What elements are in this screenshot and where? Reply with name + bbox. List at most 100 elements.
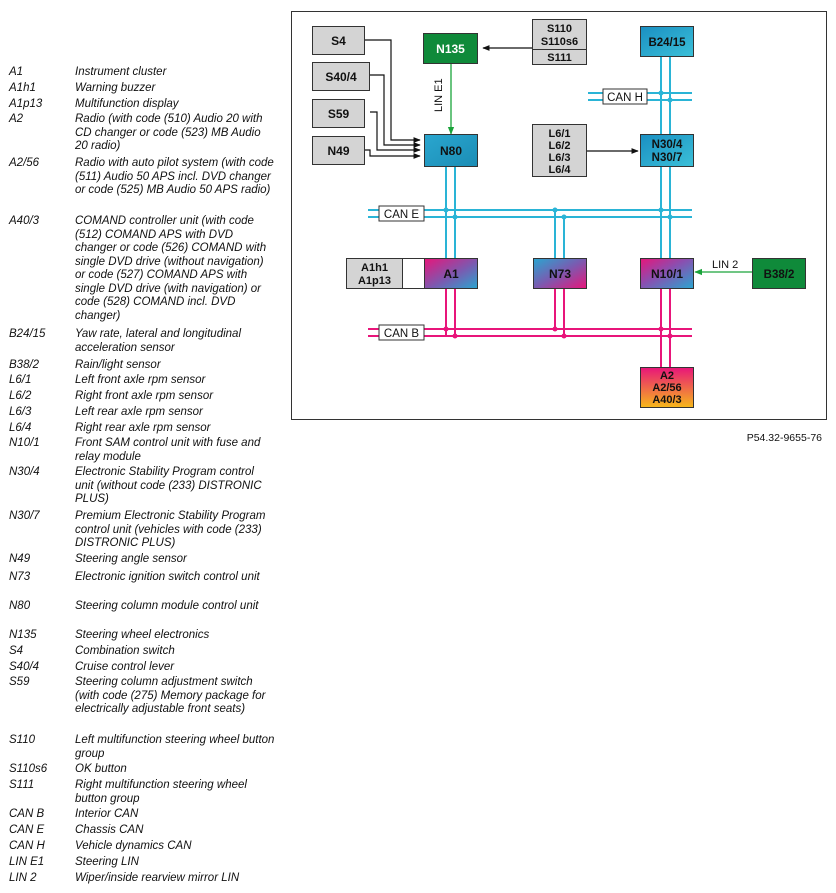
svg-text:L6/3: L6/3 <box>548 152 570 164</box>
can-b-nodes <box>443 326 673 339</box>
svg-text:N30/7: N30/7 <box>652 152 683 164</box>
legend-code: L6/1 <box>9 374 32 386</box>
block-a1: A1 <box>424 258 478 289</box>
legend-description: Warning buzzer <box>75 82 156 94</box>
svg-text:S59: S59 <box>328 107 350 121</box>
legend-description: Left rear axle rpm sensor <box>75 406 203 418</box>
block-a2: A2 A2/56 A40/3 <box>640 367 694 408</box>
legend-description: Front SAM control unit with fuse and rel… <box>75 437 261 463</box>
legend-description: Radio (with code (510) Audio 20 with CD … <box>75 113 263 152</box>
block-s4: S4 <box>312 26 365 55</box>
block-n49: N49 <box>312 136 365 165</box>
legend-description: Right multifunction steering wheel butto… <box>75 779 247 805</box>
block-a1h1: A1h1 A1p13 <box>346 258 425 289</box>
svg-text:L6/2: L6/2 <box>548 140 570 152</box>
svg-text:B38/2: B38/2 <box>764 269 795 281</box>
legend-description: Vehicle dynamics CAN <box>75 840 192 852</box>
legend-description: Right rear axle rpm sensor <box>75 422 211 434</box>
svg-text:S110s6: S110s6 <box>541 36 578 48</box>
svg-text:S40/4: S40/4 <box>325 70 357 84</box>
legend-description: OK button <box>75 763 127 775</box>
legend-description: Right front axle rpm sensor <box>75 390 214 402</box>
can-b-label: CAN B <box>384 328 419 340</box>
can-e-nodes <box>443 207 673 220</box>
lin-2-label: LIN 2 <box>712 259 738 271</box>
switch-wires <box>365 39 421 159</box>
svg-text:N49: N49 <box>327 144 349 158</box>
can-h-label-box <box>602 88 648 105</box>
svg-text:S110: S110 <box>547 23 572 35</box>
svg-text:S4: S4 <box>331 34 346 48</box>
legend-description: Yaw rate, lateral and longitudinal accel… <box>75 328 242 354</box>
legend-description: Steering wheel electronics <box>75 629 210 641</box>
legend-code: N135 <box>9 629 37 641</box>
legend-description: Multifunction display <box>75 98 179 110</box>
can-h-label: CAN H <box>607 92 643 104</box>
legend-description: COMAND controller unit (with code (512) … <box>75 215 267 322</box>
svg-text:S111: S111 <box>547 52 571 64</box>
legend-code: A2/56 <box>9 157 40 169</box>
can-e-label: CAN E <box>384 209 419 221</box>
block-n135: N135 <box>423 33 478 64</box>
can-h-nodes <box>658 90 673 103</box>
legend-code: A1p13 <box>9 98 43 110</box>
legend-code: N73 <box>9 571 31 583</box>
block-b24-15: B24/15 <box>640 26 694 57</box>
legend-description: Cruise control lever <box>75 661 175 673</box>
legend-code: S110s6 <box>9 763 48 775</box>
svg-text:N10/1: N10/1 <box>651 267 683 281</box>
legend-description: Left front axle rpm sensor <box>75 374 206 386</box>
legend-description: Chassis CAN <box>75 824 144 836</box>
legend-description: Steering LIN <box>75 856 139 868</box>
legend-description: Steering angle sensor <box>75 553 187 565</box>
legend-code: CAN B <box>9 808 45 820</box>
lin-e1-label: LIN E1 <box>433 78 445 112</box>
legend-code: S4 <box>9 645 24 657</box>
legend-code: L6/4 <box>9 422 32 434</box>
legend-code: N49 <box>9 553 31 565</box>
legend-description: Premium Electronic Stability Program con… <box>75 510 266 549</box>
legend-description: Electronic ignition switch control unit <box>75 571 260 583</box>
svg-text:N73: N73 <box>549 267 571 281</box>
svg-text:L6/4: L6/4 <box>548 164 571 176</box>
svg-text:L6/1: L6/1 <box>548 128 570 140</box>
legend-code: CAN E <box>9 824 45 836</box>
legend-code: N30/4 <box>9 466 40 478</box>
svg-text:A2/56: A2/56 <box>652 382 681 394</box>
legend-description: Steering column module control unit <box>75 600 259 612</box>
block-l6: L6/1 L6/2 L6/3 L6/4 <box>532 124 587 177</box>
diagram-frame <box>291 11 827 420</box>
svg-text:B24/15: B24/15 <box>648 37 686 49</box>
legend-code: LIN 2 <box>9 872 37 884</box>
legend-code: N30/7 <box>9 510 40 522</box>
block-b38-2: B38/2 <box>752 258 806 289</box>
svg-text:N135: N135 <box>436 42 465 56</box>
svg-text:A1: A1 <box>443 267 459 281</box>
reference-number: P54.32-9655-76 <box>746 432 822 444</box>
legend-code: S111 <box>9 779 35 791</box>
legend-code: A40/3 <box>9 215 40 227</box>
legend-code: A1h1 <box>9 82 36 94</box>
svg-text:N80: N80 <box>440 144 462 158</box>
legend-code: LIN E1 <box>9 856 45 868</box>
svg-text:A1p13: A1p13 <box>358 275 391 287</box>
legend-code: S110 <box>9 734 36 746</box>
legend-description: Radio with auto pilot system (with code … <box>75 157 274 196</box>
legend-code: A2 <box>9 113 24 125</box>
svg-text:A1h1: A1h1 <box>361 262 388 274</box>
legend-code: B24/15 <box>9 328 46 340</box>
block-s40-4: S40/4 <box>312 62 370 91</box>
block-n80: N80 <box>424 134 478 167</box>
legend-code: B38/2 <box>9 359 40 371</box>
svg-text:A40/3: A40/3 <box>652 394 681 406</box>
can-e-label-box <box>378 205 425 222</box>
legend-description: Left multifunction steering wheel button… <box>75 734 275 760</box>
svg-text:A2: A2 <box>660 370 674 382</box>
legend-description: Wiper/inside rearview mirror LIN <box>75 872 240 884</box>
block-s59: S59 <box>312 99 365 128</box>
can-b-label-box <box>378 324 425 341</box>
legend-code: N10/1 <box>9 437 40 449</box>
legend-description: Rain/light sensor <box>75 359 161 371</box>
